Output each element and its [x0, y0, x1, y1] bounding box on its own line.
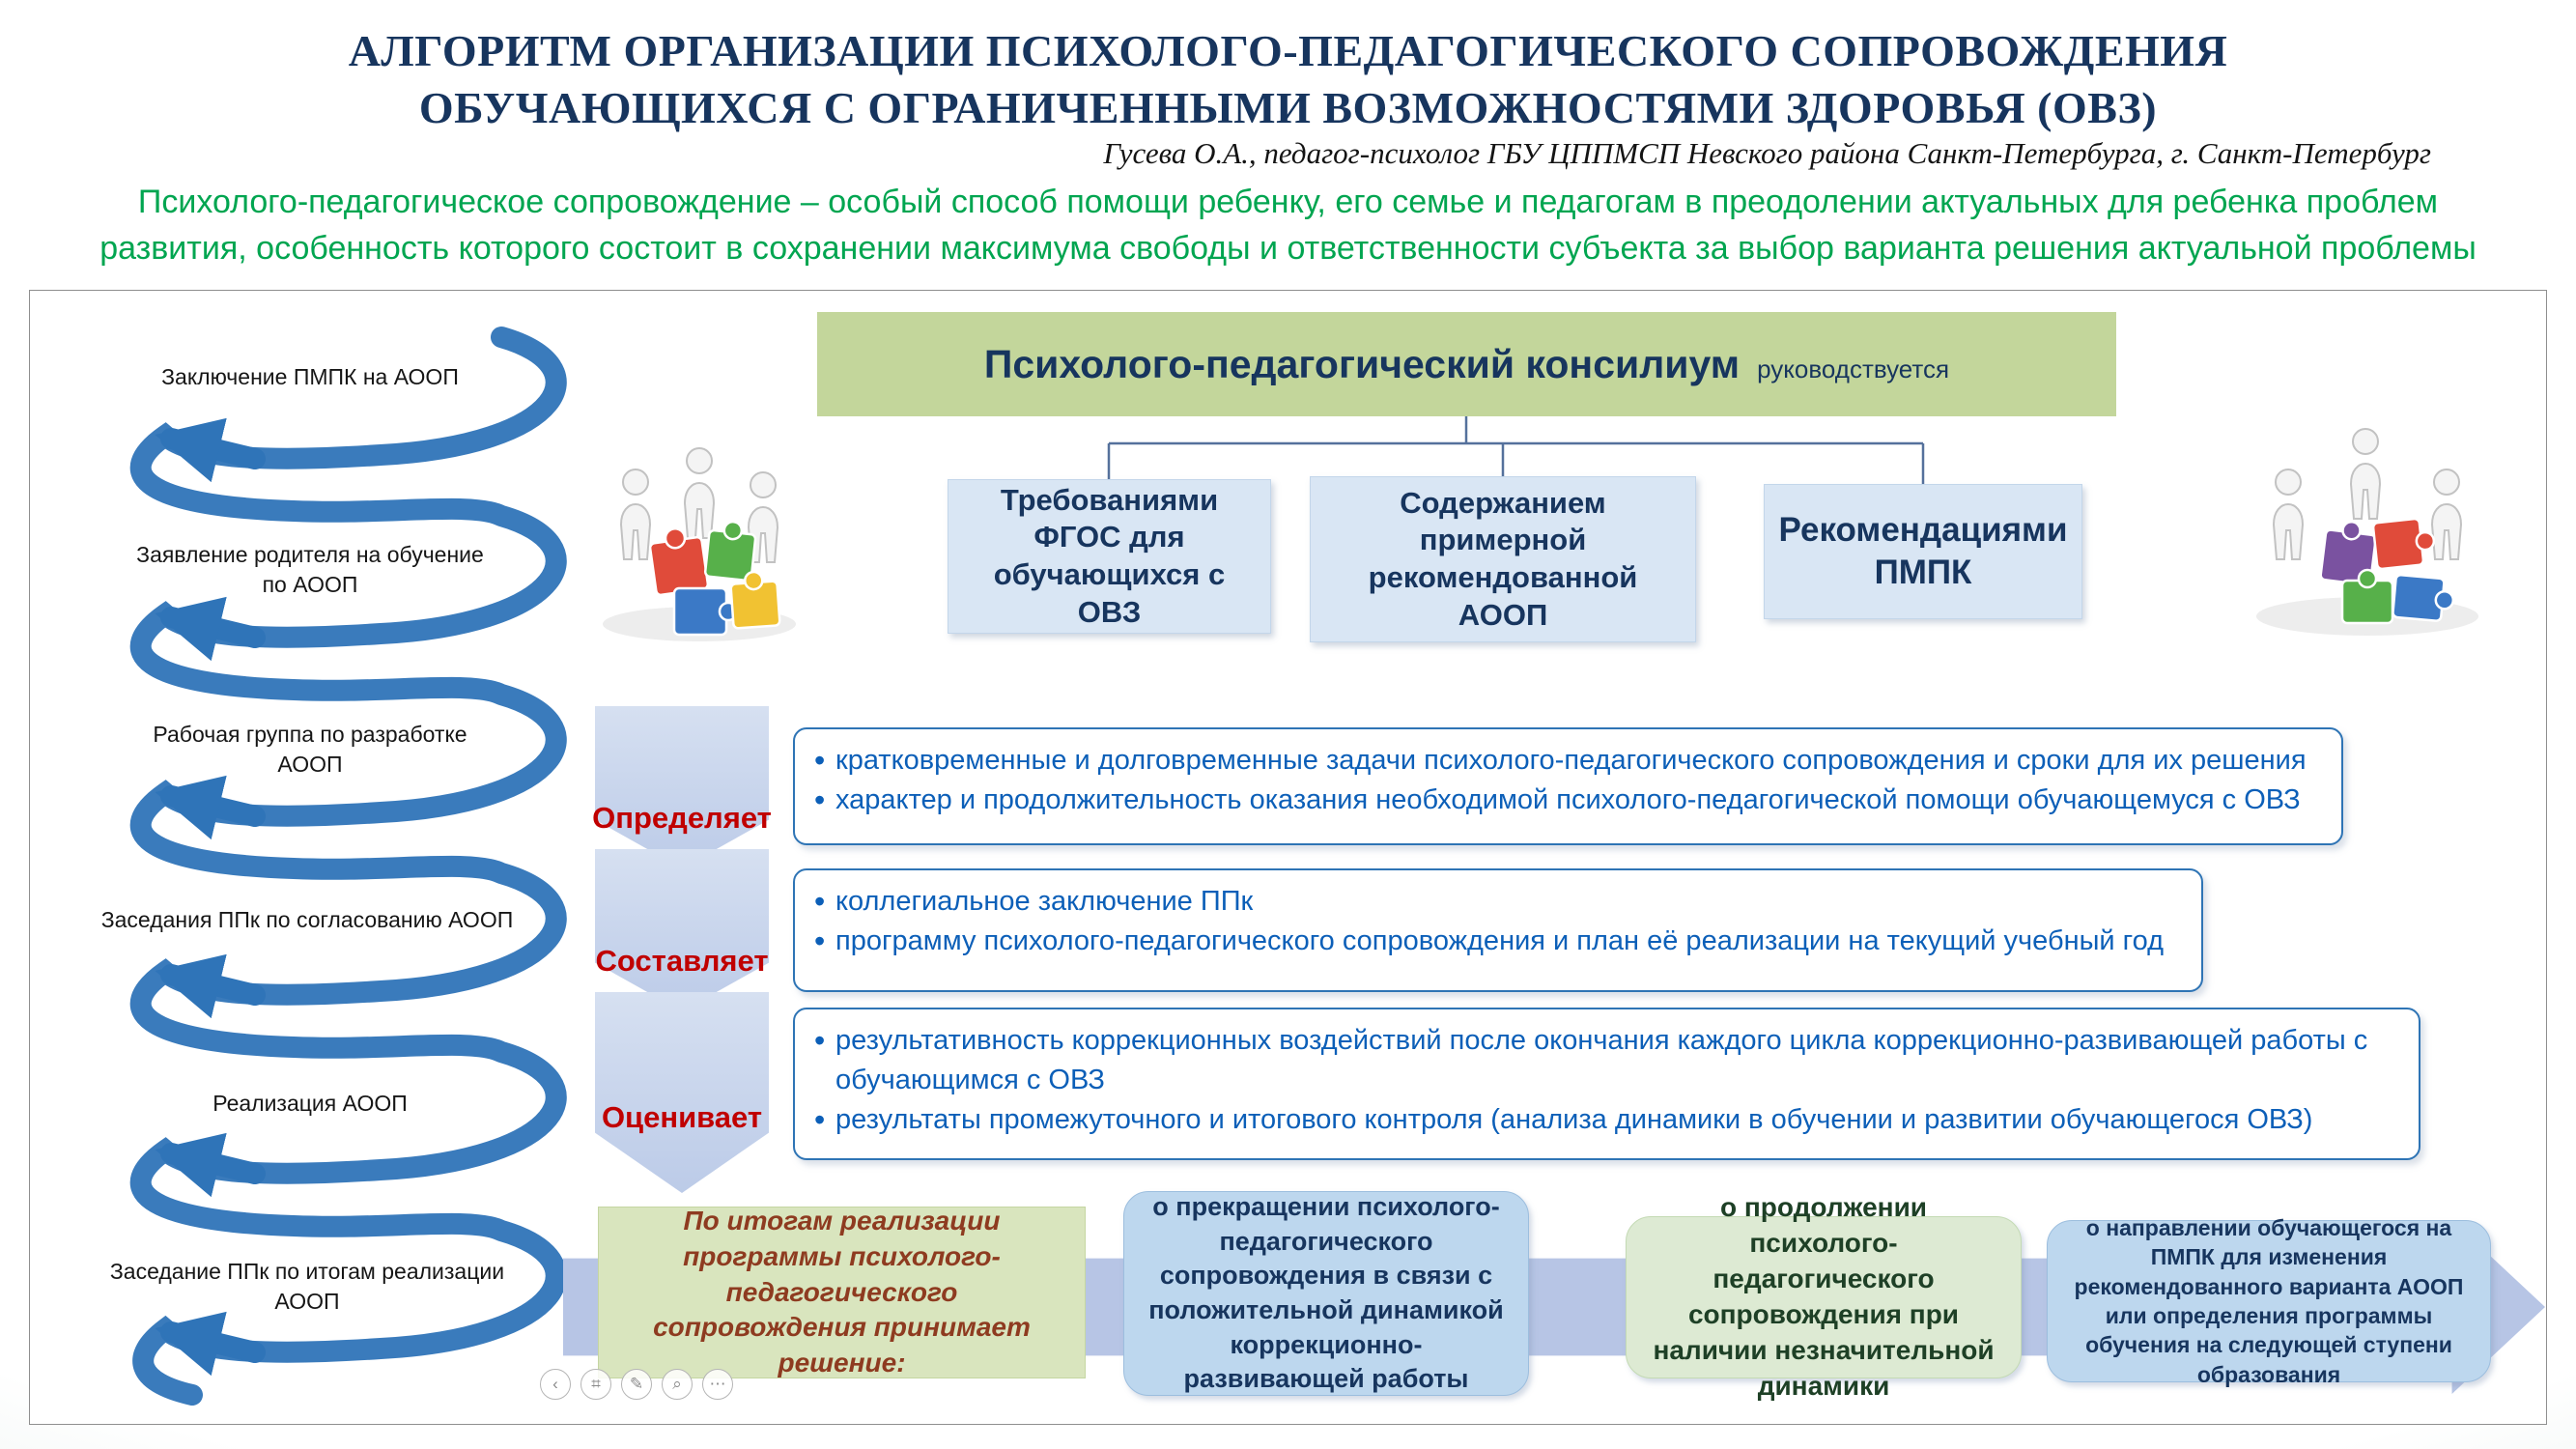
stage-label-6: Заседание ППк по итогам реализации АООП [109, 1259, 505, 1315]
function-label-compiles: Составляет [595, 944, 769, 978]
function-chevron-2 [595, 849, 769, 1011]
puzzle-piece-icon [648, 520, 781, 637]
shadow-shape [2256, 597, 2478, 636]
consilium-subtitle: руководствуется [1757, 354, 1950, 384]
page-title: АЛГОРИТМ ОРГАНИЗАЦИИ ПСИХОЛОГО-ПЕДАГОГИЧ… [0, 23, 2576, 137]
diagram-panel: Заключение ПМПК на АООП Заявление родите… [29, 290, 2547, 1425]
shadow-shape [603, 607, 796, 641]
function-box-compiles: коллегиальное заключение ППк программу п… [793, 868, 2203, 992]
person-figure-icon [2430, 469, 2463, 560]
guidance-box-aoop: Содержанием примерной рекомендованной АО… [1310, 476, 1696, 642]
consilium-header: Психолого-педагогический консилиум руков… [817, 312, 2116, 416]
teamwork-puzzle-image-left [603, 447, 796, 641]
viewer-toolbar: ‹ ⌗ ✎ ⌕ ⋯ [540, 1369, 733, 1400]
decision-option-continue: о продолжении психолого-педагогического … [1626, 1192, 2022, 1401]
bullet-item: результативность коррекционных воздейств… [808, 1019, 2399, 1100]
person-figure-icon [619, 469, 652, 560]
function-list: коллегиальное заключение ППк программу п… [808, 880, 2182, 964]
stage-label-2: Заявление родителя на обучение по АООП [136, 542, 484, 598]
function-box-defines: кратковременные и долговременные задачи … [793, 727, 2343, 845]
bullet-item: результаты промежуточного и итогового ко… [808, 1098, 2399, 1143]
person-figure-icon [683, 447, 716, 539]
author-credit: Гусева О.А., педагог-психолог ГБУ ЦППМСП… [1103, 136, 2431, 170]
puzzle-piece-icon [2319, 517, 2455, 625]
guidance-box-pmpk: Рекомендациями ПМПК [1764, 484, 2082, 619]
page-title-line2: ОБУЧАЮЩИХСЯ С ОГРАНИЧЕННЫМИ ВОЗМОЖНОСТЯМ… [418, 82, 2158, 132]
function-box-evaluates: результативность коррекционных воздейств… [793, 1008, 2420, 1160]
grid-icon[interactable]: ⌗ [580, 1369, 611, 1400]
function-label-defines: Определяет [592, 801, 772, 835]
person-figure-icon [2349, 428, 2382, 520]
bullet-item: коллегиальное заключение ППк [808, 880, 2182, 924]
bullet-item: характер и продолжительность оказания не… [808, 779, 2322, 823]
more-icon[interactable]: ⋯ [702, 1369, 733, 1400]
teamwork-puzzle-image-right [2256, 428, 2478, 636]
stage-label-4: Заседания ППк по согласованию АООП [100, 907, 514, 932]
decision-option-stop: о прекращении психолого-педагогического … [1123, 1191, 1529, 1396]
bullet-item: программу психолого-педагогического сопр… [808, 920, 2182, 964]
zoom-icon[interactable]: ⌕ [662, 1369, 693, 1400]
function-chevron-1 [595, 706, 769, 868]
guidance-box-fgos: Требованиями ФГОС для обучающихся с ОВЗ [948, 479, 1271, 634]
pen-icon[interactable]: ✎ [621, 1369, 652, 1400]
function-list: результативность коррекционных воздейств… [808, 1019, 2399, 1143]
definition-text: Психолого-педагогическое сопровождение –… [99, 184, 2477, 267]
back-icon[interactable]: ‹ [540, 1369, 571, 1400]
person-figure-icon [747, 471, 779, 563]
stage-label-1: Заключение ПМПК на АООП [161, 364, 459, 389]
function-list: кратковременные и долговременные задачи … [808, 739, 2322, 823]
spiral-flow-graphic [129, 327, 567, 1406]
page-title-line1: АЛГОРИТМ ОРГАНИЗАЦИИ ПСИХОЛОГО-ПЕДАГОГИЧ… [348, 26, 2228, 75]
function-chevron-3 [595, 992, 769, 1193]
decision-option-refer-pmpk: о направлении обучающегося на ПМПК для и… [2047, 1215, 2491, 1387]
bullet-item: кратковременные и долговременные задачи … [808, 739, 2322, 783]
decision-intro-box: По итогам реализации программы психолого… [598, 1206, 1086, 1378]
stage-label-3: Рабочая группа по разработке АООП [153, 722, 467, 778]
consilium-title: Психолого-педагогический консилиум [983, 341, 1741, 386]
person-figure-icon [2272, 469, 2305, 560]
function-label-evaluates: Оценивает [601, 1100, 763, 1134]
stage-label-5: Реализация АООП [212, 1091, 408, 1116]
